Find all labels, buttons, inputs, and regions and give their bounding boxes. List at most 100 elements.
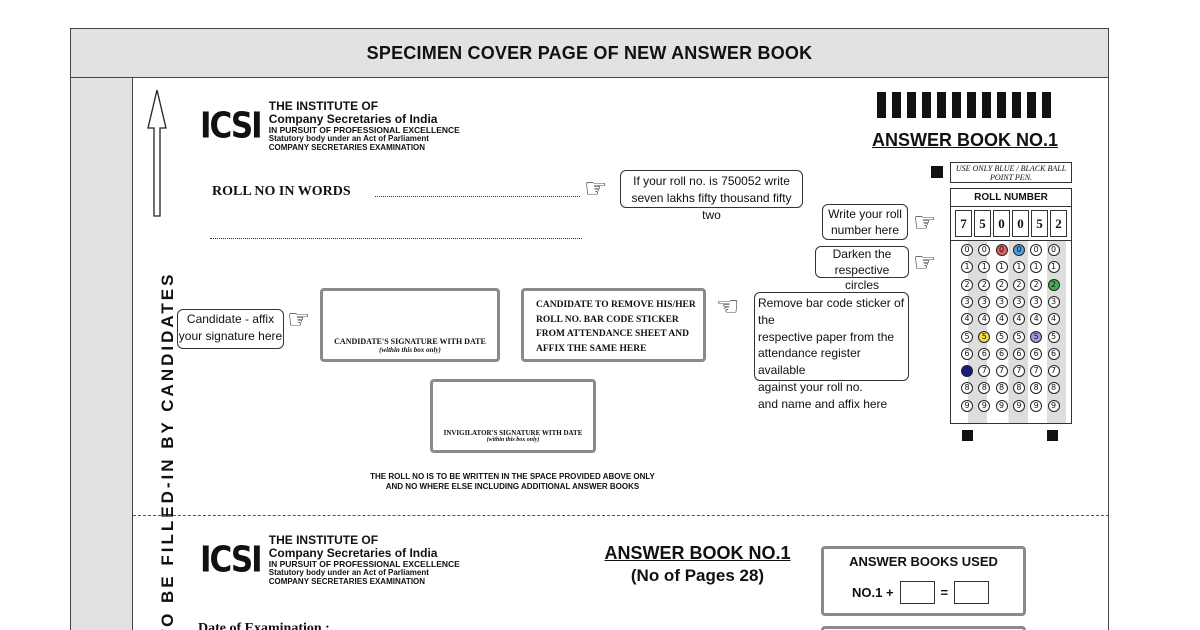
roll-bubble[interactable]: 5 bbox=[995, 330, 1008, 343]
roll-bubble[interactable]: 7 bbox=[1012, 365, 1025, 378]
roll-bubble[interactable]: 9 bbox=[1030, 399, 1043, 412]
roll-bubble[interactable]: 0 bbox=[1030, 244, 1043, 256]
roll-bubble[interactable]: 7 bbox=[1030, 365, 1043, 378]
roll-bubble[interactable]: 4 bbox=[995, 313, 1008, 326]
roll-bubble[interactable]: 1 bbox=[1047, 261, 1060, 274]
roll-bubble[interactable]: 9 bbox=[978, 399, 991, 412]
roll-digit[interactable]: 5 bbox=[1031, 210, 1048, 237]
corner-mark bbox=[1047, 430, 1058, 441]
roll-digit[interactable]: 5 bbox=[974, 210, 991, 237]
roll-bubble[interactable]: 9 bbox=[961, 399, 973, 412]
roll-bubble[interactable]: 2 bbox=[1030, 278, 1043, 291]
roll-bubble[interactable]: 4 bbox=[1047, 313, 1060, 326]
roll-bubble[interactable]: 8 bbox=[1030, 382, 1043, 395]
roll-bubble[interactable]: 8 bbox=[961, 382, 973, 395]
darken-callout: Darken the respective circles bbox=[815, 246, 909, 292]
candidate-signature-box[interactable]: CANDIDATE'S SIGNATURE WITH DATE (within … bbox=[320, 288, 500, 362]
invigilator-signature-box[interactable]: INVIGILATOR'S SIGNATURE WITH DATE (withi… bbox=[430, 379, 596, 453]
pointing-hand-icon: ☞ bbox=[913, 248, 937, 278]
institute-logo-bottom: ICSI THE INSTITUTE OF Company Secretarie… bbox=[200, 534, 460, 586]
date-of-exam-label: Date of Examination : bbox=[198, 621, 330, 630]
roll-bubble[interactable]: 0 bbox=[1012, 244, 1025, 256]
roll-bubble[interactable]: 5 bbox=[1012, 330, 1025, 343]
candidate-signature-note: (within this box only) bbox=[379, 346, 441, 354]
roll-bubble[interactable]: 2 bbox=[961, 278, 973, 291]
roll-bubble[interactable]: 1 bbox=[995, 261, 1008, 274]
roll-bubble[interactable]: 3 bbox=[1047, 295, 1060, 308]
roll-bubble[interactable]: 2 bbox=[1047, 278, 1060, 291]
darken-line1: Darken the bbox=[832, 247, 892, 261]
roll-bubble[interactable]: 0 bbox=[978, 244, 991, 256]
roll-bubble[interactable]: 4 bbox=[961, 313, 973, 326]
roll-bubble[interactable]: 9 bbox=[1012, 399, 1025, 412]
roll-bubble[interactable]: 0 bbox=[1047, 244, 1060, 256]
roll-bubble[interactable]: 1 bbox=[978, 261, 991, 274]
remove-line1: Remove bar code sticker of the bbox=[758, 296, 905, 327]
roll-bubble[interactable]: 3 bbox=[1030, 295, 1043, 308]
roll-bubble[interactable]: 0 bbox=[995, 244, 1008, 256]
sticker-line2: ROLL NO. BAR CODE STICKER bbox=[536, 314, 679, 325]
barcode-sticker-box[interactable]: CANDIDATE TO REMOVE HIS/HER ROLL NO. BAR… bbox=[521, 288, 706, 362]
roll-bubble[interactable]: 4 bbox=[1012, 313, 1025, 326]
answer-book-number: ANSWER BOOK NO.1 bbox=[871, 130, 1058, 150]
roll-digit[interactable]: 0 bbox=[993, 210, 1010, 237]
roll-bubble[interactable]: 8 bbox=[978, 382, 991, 395]
roll-bubble[interactable]: 9 bbox=[995, 399, 1008, 412]
roll-bubble[interactable]: 1 bbox=[1012, 261, 1025, 274]
side-label: TO BE FILLED-IN BY CANDIDATES bbox=[158, 271, 177, 630]
roll-bubble[interactable]: 6 bbox=[1047, 347, 1060, 360]
roll-bubble[interactable]: 5 bbox=[1030, 330, 1043, 343]
roll-bubble[interactable]: 1 bbox=[1030, 261, 1043, 274]
roll-bubble[interactable]: 6 bbox=[1012, 347, 1025, 360]
remove-sticker-callout: Remove bar code sticker of the respectiv… bbox=[754, 292, 909, 411]
roll-bubble[interactable]: 8 bbox=[1012, 382, 1025, 395]
institute-line4: Statutory body under an Act of Parliamen… bbox=[268, 568, 429, 578]
roll-bubble[interactable]: 6 bbox=[978, 347, 991, 360]
words-callout-line2: seven lakhs fifty thousand fifty two bbox=[631, 190, 792, 222]
roll-words-line-2[interactable] bbox=[210, 238, 582, 239]
roll-bubble[interactable]: 8 bbox=[995, 382, 1008, 395]
roll-bubble[interactable]: 7 bbox=[1047, 365, 1060, 378]
roll-words-line-1[interactable] bbox=[375, 196, 580, 197]
roll-bubble[interactable]: 4 bbox=[1030, 313, 1043, 326]
roll-number-label: ROLL NUMBER bbox=[951, 189, 1071, 207]
affix-line1: Candidate - affix bbox=[186, 312, 275, 326]
institute-line1: THE INSTITUTE OF bbox=[268, 99, 379, 113]
roll-bubble[interactable]: 2 bbox=[978, 278, 991, 291]
roll-bubble[interactable]: 1 bbox=[961, 261, 973, 274]
darken-line2: respective circles bbox=[834, 262, 890, 293]
roll-in-words-label: ROLL NO IN WORDS bbox=[212, 184, 351, 199]
roll-bubble[interactable]: 4 bbox=[978, 313, 991, 326]
lower-box bbox=[821, 626, 1026, 630]
pointing-hand-icon: ☜ bbox=[716, 292, 740, 322]
page-title: SPECIMEN COVER PAGE OF NEW ANSWER BOOK bbox=[70, 28, 1109, 78]
roll-digit[interactable]: 0 bbox=[1012, 210, 1029, 237]
roll-digit[interactable]: 2 bbox=[1050, 210, 1067, 237]
remove-line5: and name and affix here bbox=[758, 396, 888, 411]
roll-bubble[interactable]: 5 bbox=[1047, 330, 1060, 343]
roll-bubble[interactable]: 7 bbox=[978, 365, 991, 378]
roll-bubble[interactable]: 6 bbox=[995, 347, 1008, 360]
roll-bubble[interactable]: 3 bbox=[961, 295, 973, 308]
total-books-input[interactable] bbox=[954, 581, 990, 604]
roll-bubble[interactable]: 0 bbox=[961, 244, 973, 256]
roll-bubble[interactable]: 6 bbox=[961, 347, 973, 360]
roll-bubble[interactable]: 2 bbox=[995, 278, 1008, 291]
roll-bubble[interactable]: 7 bbox=[961, 365, 973, 378]
roll-bubble[interactable]: 5 bbox=[961, 330, 973, 343]
roll-bubble[interactable]: 8 bbox=[1047, 382, 1060, 395]
roll-bubble[interactable]: 2 bbox=[1012, 278, 1025, 291]
roll-bubble[interactable]: 3 bbox=[995, 295, 1008, 308]
institute-line2: Company Secretaries of India bbox=[268, 545, 438, 560]
roll-bubble[interactable]: 6 bbox=[1030, 347, 1043, 360]
additional-books-input[interactable] bbox=[899, 581, 935, 604]
roll-bubble[interactable]: 7 bbox=[995, 365, 1008, 378]
roll-bubble[interactable]: 3 bbox=[978, 295, 991, 308]
roll-digit[interactable]: 7 bbox=[955, 210, 972, 237]
roll-bubble[interactable]: 5 bbox=[978, 330, 991, 343]
up-arrow-icon bbox=[147, 89, 167, 217]
affix-signature-callout: Candidate - affix your signature here bbox=[177, 309, 284, 349]
roll-bubble[interactable]: 3 bbox=[1012, 295, 1025, 308]
roll-bubble[interactable]: 9 bbox=[1047, 399, 1060, 412]
